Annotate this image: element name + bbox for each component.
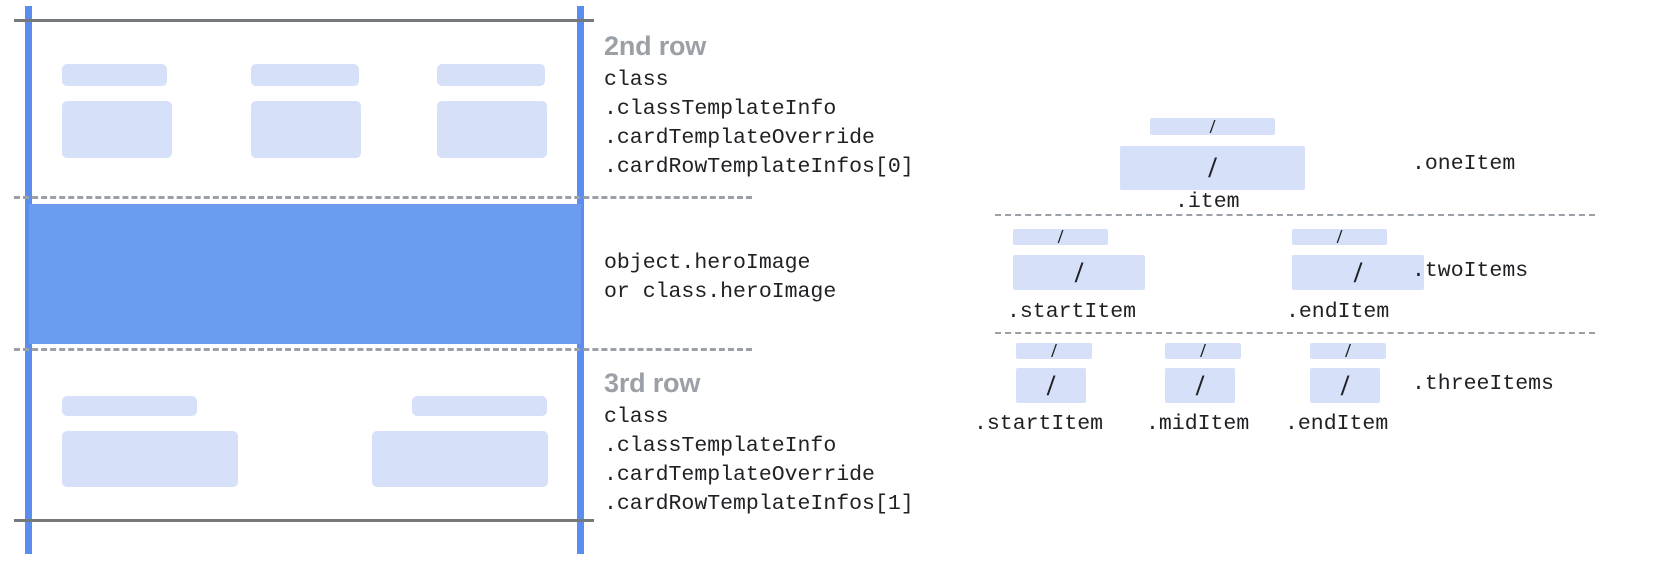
second-row-title: 2nd row — [604, 31, 707, 61]
hero-image-annotation: object.heroImage or class.heroImage — [604, 249, 836, 307]
slash-glyph: / — [1195, 368, 1205, 402]
item-layout-diagram: / / .item .oneItem / / .startItem / / — [960, 0, 1676, 584]
item-label-chip: / — [1013, 229, 1108, 245]
one-item-group-label: .oneItem — [1412, 152, 1516, 176]
slash-glyph: / — [1336, 229, 1343, 245]
item-name-label: .item — [1175, 190, 1240, 214]
slash-glyph: / — [1209, 118, 1216, 135]
item-value-chip: / — [1016, 368, 1086, 403]
item-value-chip: / — [1120, 146, 1305, 190]
slash-glyph: / — [1051, 343, 1057, 359]
item-group-divider-lower — [995, 332, 1595, 334]
card-bottom-border — [14, 519, 594, 522]
card-top-border — [14, 19, 594, 22]
label-placeholder — [437, 64, 545, 86]
item-value-chip: / — [1310, 368, 1380, 403]
second-row-code: class .classTemplateInfo .cardTemplateOv… — [604, 68, 914, 179]
value-placeholder — [62, 101, 172, 158]
two-items-group-label: .twoItems — [1412, 259, 1529, 283]
item-name-label: .endItem — [1286, 300, 1390, 324]
item-group-divider-upper — [995, 214, 1595, 216]
value-placeholder — [251, 101, 361, 158]
item-value-chip: / — [1013, 255, 1145, 290]
item-name-label: .startItem — [974, 412, 1104, 436]
slash-glyph: / — [1200, 343, 1206, 359]
second-row-annotation: 2nd row class .classTemplateInfo .cardTe… — [604, 31, 914, 182]
slash-glyph: / — [1345, 343, 1351, 359]
slash-glyph: / — [1074, 255, 1084, 289]
slash-glyph: / — [1353, 255, 1363, 289]
hero-image-band — [29, 204, 581, 344]
slash-glyph: / — [1057, 229, 1064, 245]
item-name-label: .startItem — [1007, 300, 1137, 324]
label-placeholder — [62, 396, 197, 416]
card-left-edge-rail — [25, 6, 32, 554]
item-name-label: .endItem — [1285, 412, 1389, 436]
slash-glyph: / — [1340, 368, 1350, 402]
card-preview — [0, 0, 752, 584]
row-divider-lower — [14, 348, 752, 351]
item-label-chip: / — [1016, 343, 1092, 359]
slash-glyph: / — [1208, 151, 1217, 184]
third-row-code: class .classTemplateInfo .cardTemplateOv… — [604, 405, 914, 516]
third-row-annotation: 3rd row class .classTemplateInfo .cardTe… — [604, 368, 914, 519]
three-items-group-label: .threeItems — [1412, 372, 1554, 396]
value-placeholder — [372, 431, 548, 487]
label-placeholder — [251, 64, 359, 86]
item-label-chip: / — [1292, 229, 1387, 245]
value-placeholder — [437, 101, 547, 158]
item-name-label: .midItem — [1146, 412, 1250, 436]
item-label-chip: / — [1165, 343, 1241, 359]
row-divider-upper — [14, 196, 752, 199]
slash-glyph: / — [1046, 368, 1056, 402]
third-row-title: 3rd row — [604, 368, 701, 398]
label-placeholder — [412, 396, 547, 416]
item-label-chip: / — [1150, 118, 1275, 135]
item-label-chip: / — [1310, 343, 1386, 359]
value-placeholder — [62, 431, 238, 487]
hero-image-code: object.heroImage or class.heroImage — [604, 251, 837, 304]
item-value-chip: / — [1292, 255, 1424, 290]
label-placeholder — [62, 64, 167, 86]
item-value-chip: / — [1165, 368, 1235, 403]
